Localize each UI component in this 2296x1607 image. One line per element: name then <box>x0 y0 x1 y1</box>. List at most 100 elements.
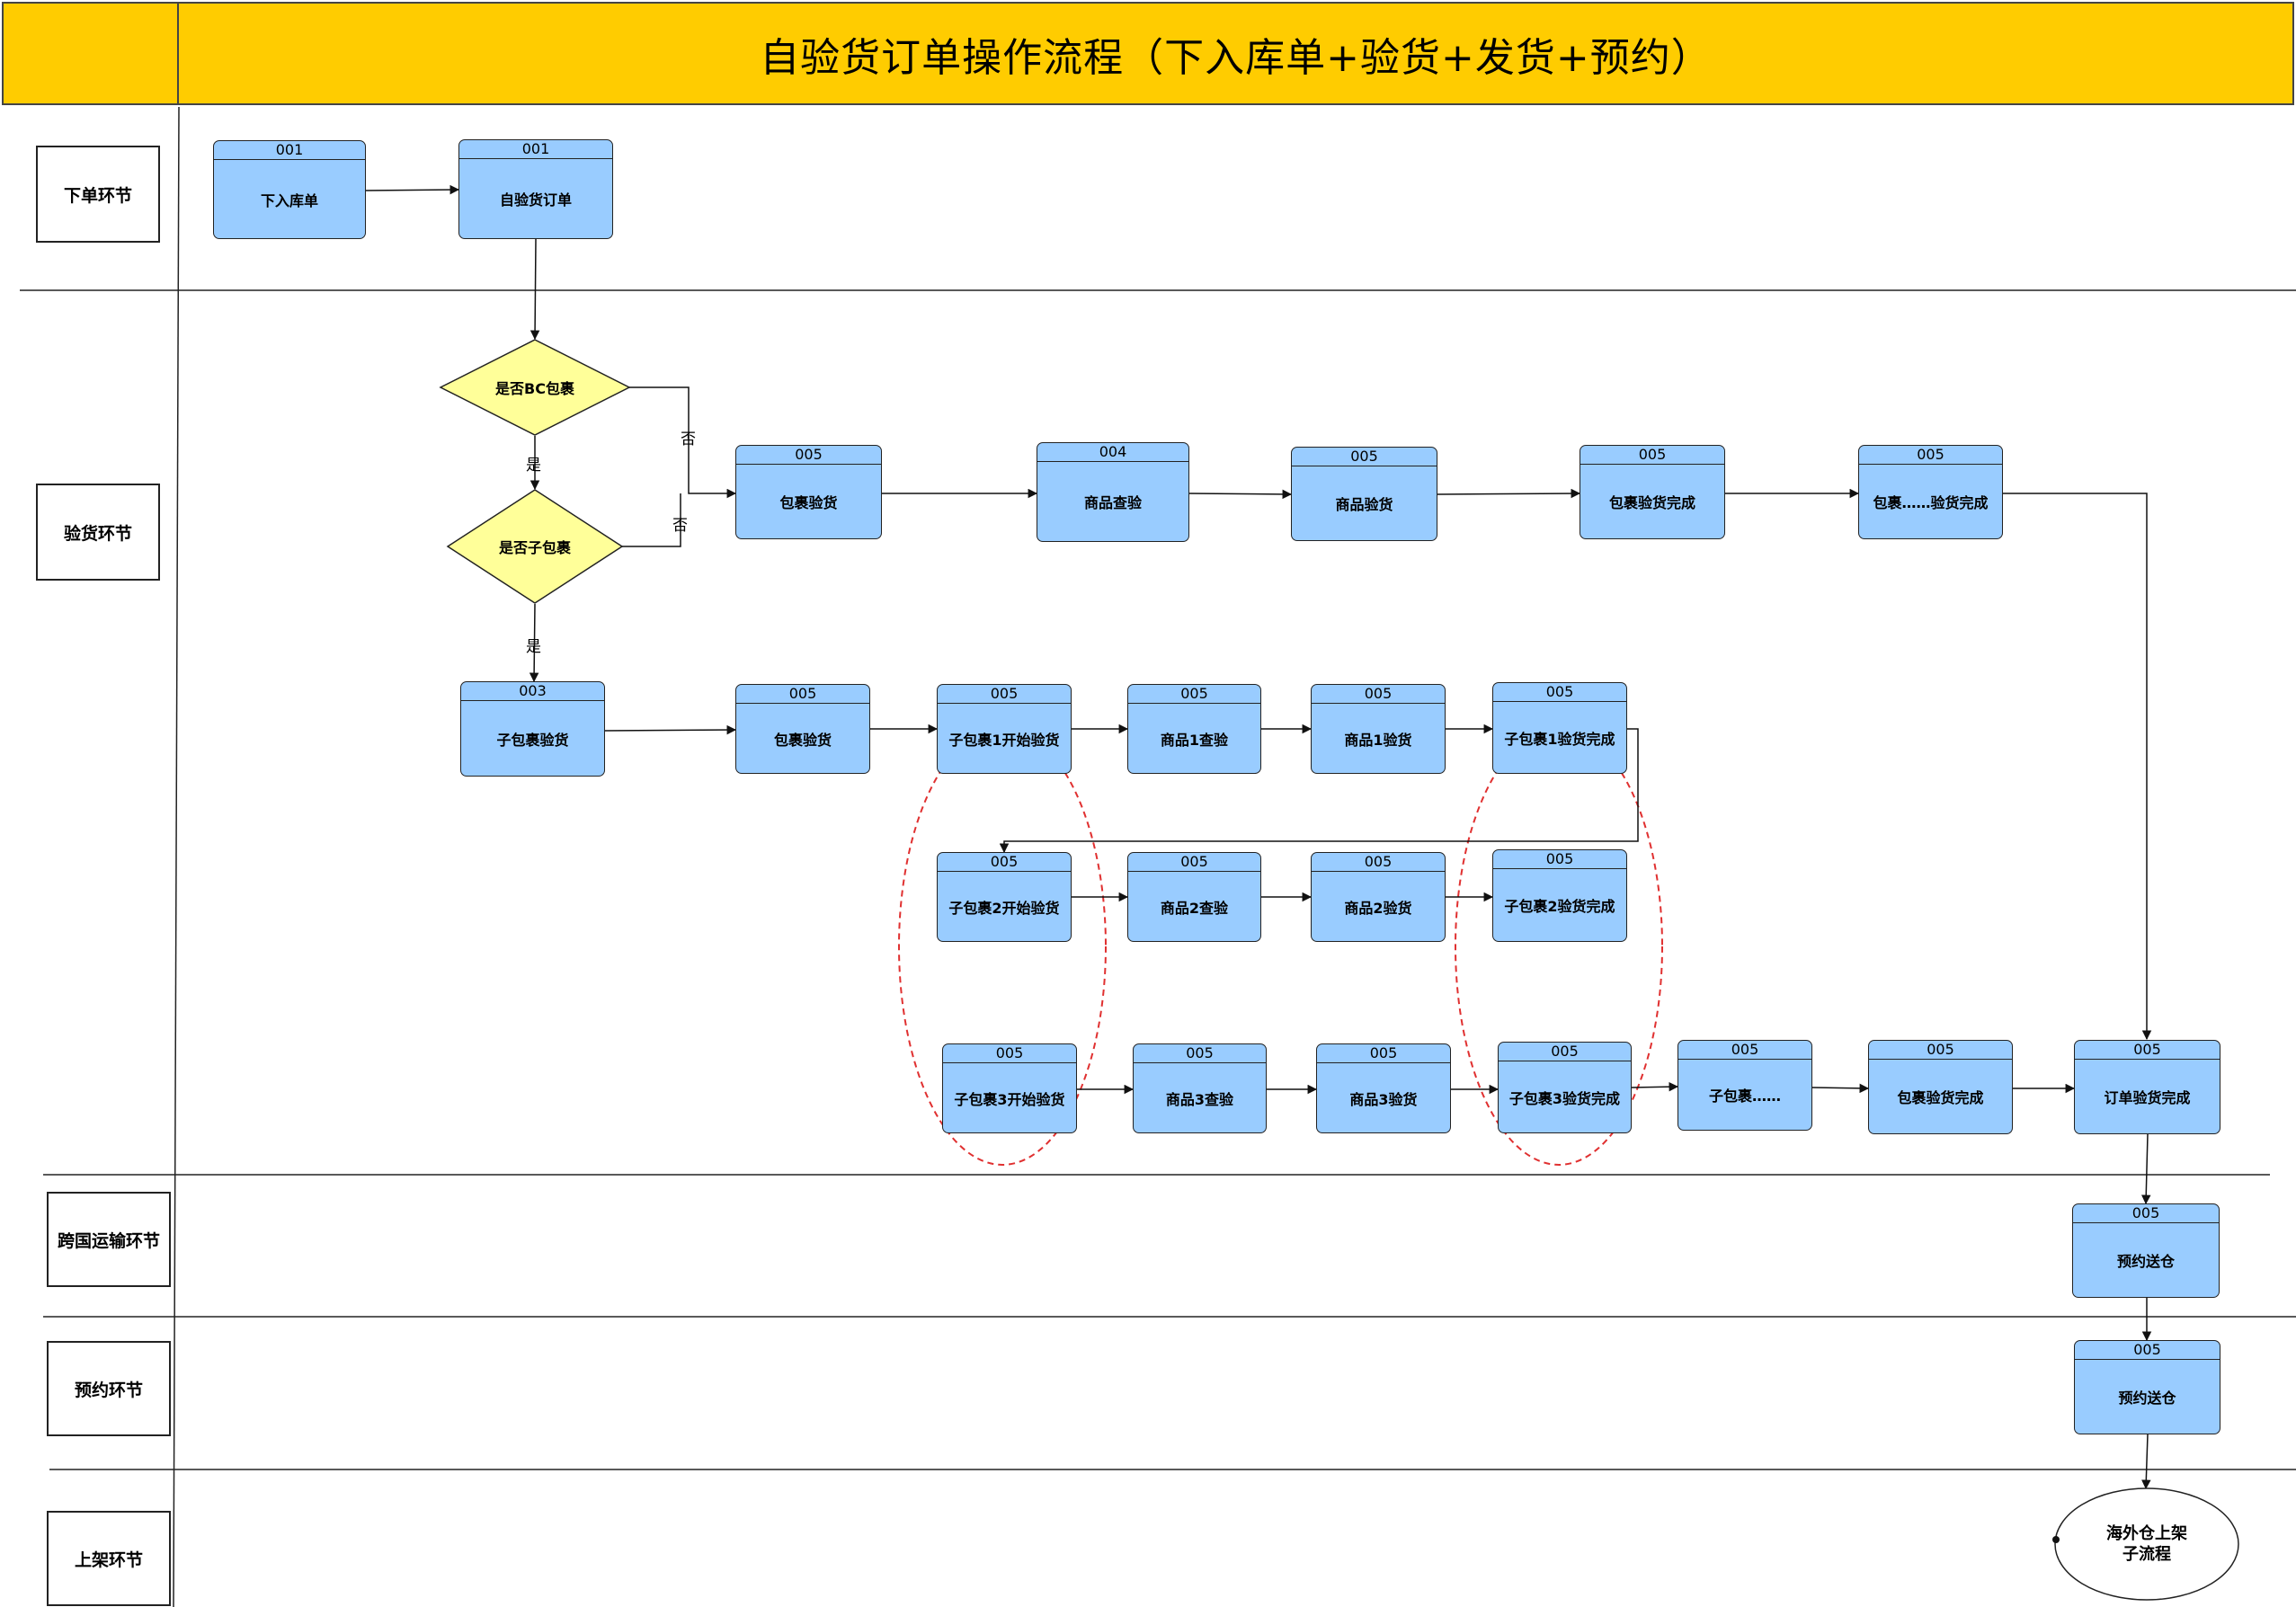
lane-label-order: 下单环节 <box>36 146 160 243</box>
node-label: 包裹……验货完成 <box>1873 494 1989 511</box>
process-node-appointment-warehouse[interactable]: 005 预约送仓 <box>2074 1340 2220 1434</box>
node-id: 005 <box>2073 1204 2219 1223</box>
edge-d2-n8 <box>529 603 539 683</box>
node-id: 001 <box>459 140 612 159</box>
process-node-goods3-inspection[interactable]: 005 商品3验货 <box>1316 1043 1451 1133</box>
node-id: 005 <box>2075 1041 2220 1060</box>
process-node-create-inbound[interactable]: 001 下入库单 <box>213 140 366 239</box>
edges <box>365 184 2152 1490</box>
node-label: 包裹验货 <box>773 731 832 749</box>
lane-label-appointment: 预约环节 <box>47 1341 171 1436</box>
edge-n4-n5 <box>1188 489 1293 500</box>
edge-n26-terminal <box>2141 1434 2151 1490</box>
lane-label-inspection: 验货环节 <box>36 484 160 581</box>
process-node-sub2-done[interactable]: 005 子包裹2验货完成 <box>1492 849 1627 942</box>
edge-n5-n6 <box>1437 488 1581 499</box>
node-label: 子包裹验货 <box>496 731 569 749</box>
node-label: 子包裹3开始验货 <box>954 1090 1065 1108</box>
lane-grid <box>20 106 2296 1607</box>
node-label: 商品3查验 <box>1165 1090 1234 1108</box>
process-node-sub1-start[interactable]: 005 子包裹1开始验货 <box>937 684 1072 774</box>
node-id: 005 <box>943 1044 1076 1063</box>
process-node-subpackage-inspection[interactable]: 003 子包裹验货 <box>460 681 605 777</box>
edge-d2-n3 <box>622 493 681 547</box>
node-label: 商品2验货 <box>1344 899 1412 917</box>
node-label: 商品查验 <box>1083 494 1142 511</box>
node-label: 商品1验货 <box>1344 731 1412 749</box>
lane-label-transport: 跨国运输环节 <box>47 1192 171 1287</box>
process-node-package-done-2[interactable]: 005 包裹验货完成 <box>1868 1040 2013 1134</box>
node-label: 预约送仓 <box>2118 1389 2176 1407</box>
node-id: 005 <box>1128 685 1260 704</box>
process-node-goods-check[interactable]: 004 商品查验 <box>1037 442 1189 542</box>
node-label: 子包裹1开始验货 <box>948 731 1060 749</box>
process-node-package-inspection-done[interactable]: 005 包裹验货完成 <box>1580 445 1725 539</box>
node-id: 005 <box>1317 1044 1450 1063</box>
decision-sub-diamond[interactable] <box>446 489 624 604</box>
process-node-package-inspection[interactable]: 005 包裹验货 <box>735 445 882 539</box>
process-node-appointment-transport[interactable]: 005 预约送仓 <box>2072 1203 2220 1298</box>
process-node-goods2-inspection[interactable]: 005 商品2验货 <box>1311 852 1446 942</box>
edge-d1-n3 <box>629 386 737 499</box>
process-node-goods1-check[interactable]: 005 商品1查验 <box>1127 684 1261 774</box>
node-id: 005 <box>1134 1044 1266 1063</box>
edge-n1-n2 <box>365 184 460 195</box>
node-id: 005 <box>1493 683 1626 702</box>
process-node-goods2-check[interactable]: 005 商品2查验 <box>1127 852 1261 942</box>
node-label: 下入库单 <box>260 191 318 209</box>
edge-label-no-1: 否 <box>681 431 696 448</box>
node-label: 包裹验货 <box>779 494 838 511</box>
process-node-goods-inspection[interactable]: 005 商品验货 <box>1291 447 1437 541</box>
node-label: 子包裹3验货完成 <box>1508 1089 1621 1107</box>
edge-n21-n22 <box>1631 1081 1679 1092</box>
process-node-goods1-inspection[interactable]: 005 商品1验货 <box>1311 684 1446 774</box>
node-label: 包裹验货完成 <box>1608 494 1695 511</box>
page-title: 自验货订单操作流程（下入库单+验货+发货+预约） <box>179 2 2294 105</box>
node-id: 004 <box>1037 443 1188 462</box>
process-node-package-more-done[interactable]: 005 包裹……验货完成 <box>1858 445 2003 539</box>
process-node-self-inspection-order[interactable]: 001 自验货订单 <box>458 139 613 239</box>
node-id: 005 <box>1678 1041 1811 1060</box>
node-id: 005 <box>1292 448 1437 466</box>
header: 自验货订单操作流程（下入库单+验货+发货+预约） <box>0 0 2296 107</box>
node-label: 商品验货 <box>1335 496 1393 513</box>
decision-bc-diamond[interactable] <box>439 339 631 436</box>
node-id: 005 <box>1869 1041 2012 1060</box>
process-node-sub1-done[interactable]: 005 子包裹1验货完成 <box>1492 682 1627 774</box>
node-id: 005 <box>1499 1043 1631 1061</box>
node-label: 自验货订单 <box>499 191 572 209</box>
node-label: 预约送仓 <box>2116 1253 2175 1270</box>
process-node-sub2-start[interactable]: 005 子包裹2开始验货 <box>937 852 1072 942</box>
edge-n7-n24 <box>2003 493 2152 1041</box>
node-id: 005 <box>1859 446 2002 465</box>
process-node-sub3-done[interactable]: 005 子包裹3验货完成 <box>1498 1042 1632 1133</box>
edge-n2-d1 <box>530 238 540 341</box>
node-label: 子包裹2开始验货 <box>948 899 1060 917</box>
process-node-sub-more[interactable]: 005 子包裹…… <box>1678 1040 1812 1131</box>
terminal-oval[interactable] <box>2054 1487 2239 1601</box>
node-label: 包裹验货完成 <box>1897 1089 1984 1106</box>
node-id: 005 <box>1312 853 1445 872</box>
node-id: 005 <box>938 685 1071 704</box>
decision-shapes <box>439 339 631 604</box>
node-id: 005 <box>1493 850 1626 869</box>
edge-n8-n9 <box>604 724 737 735</box>
header-corner <box>2 2 179 105</box>
node-id: 005 <box>736 685 869 704</box>
node-label: 商品1查验 <box>1160 731 1229 749</box>
node-id: 005 <box>736 446 881 465</box>
process-node-order-inspection-done[interactable]: 005 订单验货完成 <box>2074 1040 2220 1134</box>
process-node-package-inspection-2[interactable]: 005 包裹验货 <box>735 684 870 774</box>
lane-label-shelving: 上架环节 <box>47 1511 171 1606</box>
process-node-sub3-start[interactable]: 005 子包裹3开始验货 <box>942 1043 1077 1133</box>
terminal-connector-dot <box>2052 1536 2060 1543</box>
node-label: 商品2查验 <box>1160 899 1229 917</box>
node-label: 订单验货完成 <box>2104 1089 2191 1106</box>
edge-label-yes-1: 是 <box>526 457 541 475</box>
node-label: 子包裹…… <box>1708 1088 1781 1105</box>
process-node-goods3-check[interactable]: 005 商品3查验 <box>1133 1043 1267 1133</box>
node-id: 005 <box>938 853 1071 872</box>
node-id: 005 <box>1580 446 1724 465</box>
node-label: 子包裹2验货完成 <box>1504 898 1615 915</box>
node-id: 005 <box>2075 1341 2220 1360</box>
